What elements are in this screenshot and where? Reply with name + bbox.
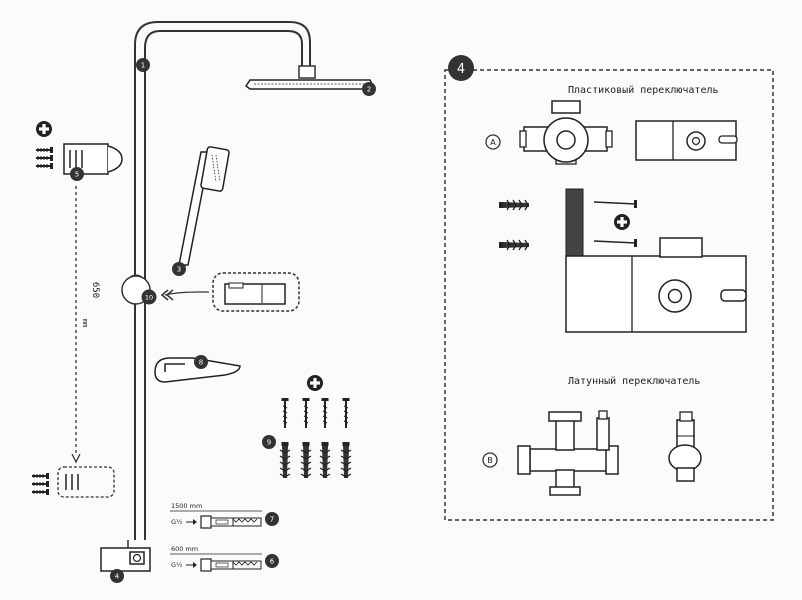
dimension-value: 650 (90, 282, 100, 298)
svg-text:8: 8 (199, 359, 203, 367)
svg-text:4: 4 (115, 573, 120, 581)
variant-a-label: A (490, 138, 496, 147)
part-label-2: 2 (362, 82, 376, 96)
part-label-3: 3 (172, 262, 186, 276)
part-label-9: 9 (262, 435, 276, 449)
svg-text:3: 3 (177, 266, 181, 274)
plastic-switch-side (635, 120, 738, 161)
brass-switch-side (668, 411, 702, 482)
hose-short-thread: G½ (171, 561, 182, 569)
panel-frame (444, 69, 774, 521)
svg-text:5: 5 (75, 171, 79, 179)
part-label-10: 10 (141, 289, 157, 305)
part-label-8: 8 (194, 355, 208, 369)
hose-long-thread: G½ (171, 518, 182, 526)
hose-short-length: 600 mm (171, 545, 198, 553)
variant-a-marker (485, 134, 501, 150)
variant-b-marker (482, 452, 498, 468)
svg-text:9: 9 (267, 439, 271, 447)
wall-anchor-2 (498, 239, 530, 251)
switch-options-panel: 4 Пластиковый переключатель A (444, 55, 774, 521)
part-label-6: 6 (265, 554, 279, 568)
part-label-1: 1 (136, 58, 150, 72)
plastic-switch-large (565, 237, 747, 333)
brass-switch-title: Латунный переключатель (568, 375, 700, 387)
hose-long-length: 1500 mm (171, 502, 202, 510)
plastic-switch-front (519, 100, 613, 165)
shower-column-assembly: 650 mm 1500 mm G½ (31, 21, 376, 583)
wall-anchor-1 (498, 199, 530, 211)
hand-shower (178, 146, 230, 266)
wall-plate (565, 188, 584, 258)
mounting-screws (593, 200, 637, 247)
panel-number: 4 (457, 62, 465, 77)
variant-b-label: B (487, 456, 493, 465)
diverter-callout (212, 272, 300, 312)
rain-shower-head (244, 79, 374, 90)
svg-text:6: 6 (270, 558, 275, 566)
panel-number-badge (448, 55, 474, 81)
screwdriver-plus-icon (36, 121, 52, 137)
brass-switch-front (517, 410, 619, 496)
svg-text:10: 10 (145, 294, 153, 302)
chevron-left-icon (160, 289, 174, 301)
lower-wall-bracket (31, 466, 115, 498)
part-label-7: 7 (265, 512, 279, 526)
svg-text:7: 7 (270, 516, 274, 524)
head-connector (298, 65, 316, 79)
svg-text:1: 1 (141, 62, 145, 70)
screwdriver-plus-icon-3 (614, 214, 630, 230)
wall-holder (154, 357, 241, 383)
hose-600: 600 mm G½ (170, 545, 262, 572)
screwdriver-plus-icon-2 (307, 375, 323, 391)
screws-anchors-set (279, 397, 352, 479)
part-label-4: 4 (110, 569, 124, 583)
svg-text:2: 2 (367, 86, 371, 94)
part-label-5: 5 (70, 167, 84, 181)
upper-wall-bracket (35, 143, 123, 175)
plastic-switch-title: Пластиковый переключатель (568, 84, 719, 96)
hose-1500: 1500 mm G½ (170, 502, 262, 529)
dimension-unit: mm (81, 319, 89, 327)
